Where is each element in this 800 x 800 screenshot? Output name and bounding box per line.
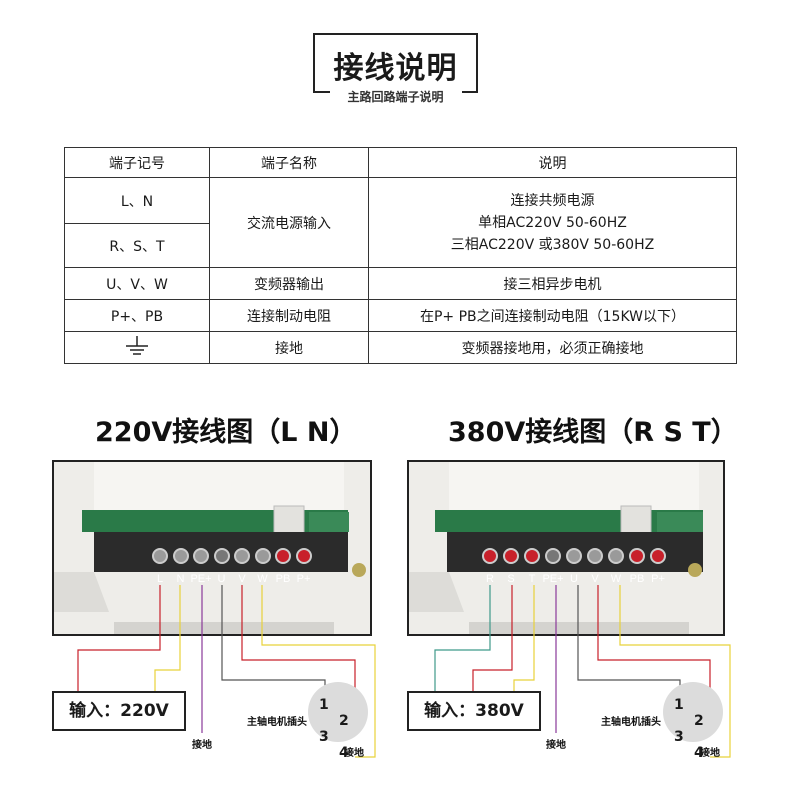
table-row: P+、PB 连接制动电阻 在P+ PB之间连接制动电阻（15KW以下） — [64, 299, 737, 332]
motor-plug-220v — [308, 682, 368, 742]
cell-desc: 变频器接地用，必须正确接地 — [368, 331, 737, 364]
plug-pin: 2 — [339, 713, 349, 729]
plug-pin: 3 — [319, 729, 329, 745]
cell-desc: 接三相异步电机 — [368, 267, 737, 300]
terminal-label: P+ — [296, 573, 311, 585]
desc-line: 单相AC220V 50-60HZ — [478, 214, 627, 231]
cell-name: 连接制动电阻 — [209, 299, 369, 332]
cell-desc: 连接共频电源 单相AC220V 50-60HZ 三相AC220V 或380V 5… — [368, 177, 737, 268]
col-header-name: 端子名称 — [209, 147, 369, 178]
cell-mark — [64, 331, 210, 364]
inverter-board-220v — [54, 462, 370, 634]
plug-pins-380v: 1 2 3 4 — [674, 697, 716, 761]
page-subtitle: 主路回路端子说明 — [347, 90, 444, 104]
terminal-screw — [275, 548, 291, 564]
diagram-title-380v: 380V接线图（R S T） — [448, 417, 738, 448]
table-row: 接地 变频器接地用，必须正确接地 — [64, 331, 737, 364]
terminal-screw — [650, 548, 666, 564]
col-header-mark: 端子记号 — [64, 147, 210, 178]
terminal-label: U — [570, 573, 578, 585]
wire-s — [472, 585, 513, 693]
wire-r — [434, 585, 491, 693]
table-row: U、V、W 变频器输出 接三相异步电机 — [64, 267, 737, 300]
table-header-row: 端子记号 端子名称 说明 — [64, 147, 737, 178]
cell-mark: P+、PB — [64, 299, 210, 332]
wire-l — [77, 585, 161, 693]
plug-pin: 3 — [674, 729, 684, 745]
cell-mark: L、N — [64, 177, 210, 224]
terminal-screw — [234, 548, 250, 564]
plug-ground-label-380v: 接地 — [700, 748, 720, 759]
plug-pins-220v: 1 2 3 4 — [319, 697, 361, 761]
terminal-screw — [254, 548, 271, 564]
terminal-screw — [566, 548, 582, 564]
terminal-label: V — [238, 573, 246, 585]
plug-label-220v: 主轴电机插头 — [247, 717, 307, 728]
plug-pin: 1 — [319, 697, 329, 713]
terminal-screw — [608, 548, 624, 564]
ground-label-380v: 接地 — [546, 740, 566, 751]
wire-w-380v — [619, 585, 731, 758]
plug-pin: 4 — [339, 745, 349, 761]
plug-ground-label-220v: 接地 — [344, 748, 364, 759]
wire-v-220v — [241, 585, 356, 700]
desc-line: 三相AC220V 或380V 50-60HZ — [450, 236, 655, 253]
terminal-screw — [545, 548, 561, 564]
desc-line: 连接共频电源 — [510, 192, 595, 209]
terminal-screw — [524, 548, 540, 564]
terminal-label: PE+ — [542, 573, 564, 585]
terminal-label: PB — [275, 573, 291, 585]
terminal-screw — [172, 548, 189, 564]
terminal-label: U — [217, 573, 226, 585]
diagram-title-220v: 220V接线图（L N） — [95, 417, 357, 448]
terminal-label: L — [156, 573, 164, 585]
terminal-label: W — [257, 573, 268, 585]
wire-v-380v — [597, 585, 711, 700]
plug-pin: 1 — [674, 697, 684, 713]
terminal-label: T — [528, 573, 536, 585]
ground-symbol-icon — [126, 335, 148, 355]
terminal-screw — [482, 548, 498, 564]
page-title: 接线说明 — [333, 51, 458, 86]
terminal-label: V — [591, 573, 599, 585]
terminal-label: W — [610, 573, 622, 585]
inverter-photo-220v — [52, 460, 372, 636]
terminal-spec-table: 端子记号 端子名称 说明 L、N 交流电源输入 连接共频电源 单相AC220V … — [64, 147, 737, 364]
wire-w-220v — [261, 585, 376, 758]
terminal-screw — [629, 548, 645, 564]
terminal-screw — [503, 548, 519, 564]
wire-u-380v — [577, 585, 681, 700]
plug-label-380v: 主轴电机插头 — [601, 717, 661, 728]
input-label-220v: 输入：220V — [52, 691, 186, 731]
ground-label-220v: 接地 — [192, 740, 212, 751]
terminal-screw — [152, 548, 168, 564]
terminal-screw — [295, 548, 312, 564]
cell-mark: U、V、W — [64, 267, 210, 300]
terminal-label: P+ — [651, 573, 665, 585]
header-frame-gap — [330, 84, 462, 100]
plug-pin: 4 — [694, 745, 704, 761]
motor-plug-380v — [663, 682, 723, 742]
wire-u-220v — [221, 585, 326, 700]
terminal-screw — [213, 548, 230, 564]
terminal-label: PE+ — [190, 573, 212, 585]
cell-name: 交流电源输入 — [209, 177, 369, 268]
wire-n — [154, 585, 181, 693]
wire-t — [513, 585, 535, 693]
input-label-380v: 输入：380V — [407, 691, 541, 731]
terminal-screw — [193, 548, 209, 564]
table-row: L、N 交流电源输入 连接共频电源 单相AC220V 50-60HZ 三相AC2… — [64, 177, 737, 268]
terminal-screw — [587, 548, 603, 564]
terminal-label: R — [486, 573, 494, 585]
terminal-label: S — [507, 573, 515, 585]
cell-name: 接地 — [209, 331, 369, 364]
terminal-label: PB — [629, 573, 645, 585]
plug-pin: 2 — [694, 713, 704, 729]
terminal-label: N — [176, 573, 185, 585]
